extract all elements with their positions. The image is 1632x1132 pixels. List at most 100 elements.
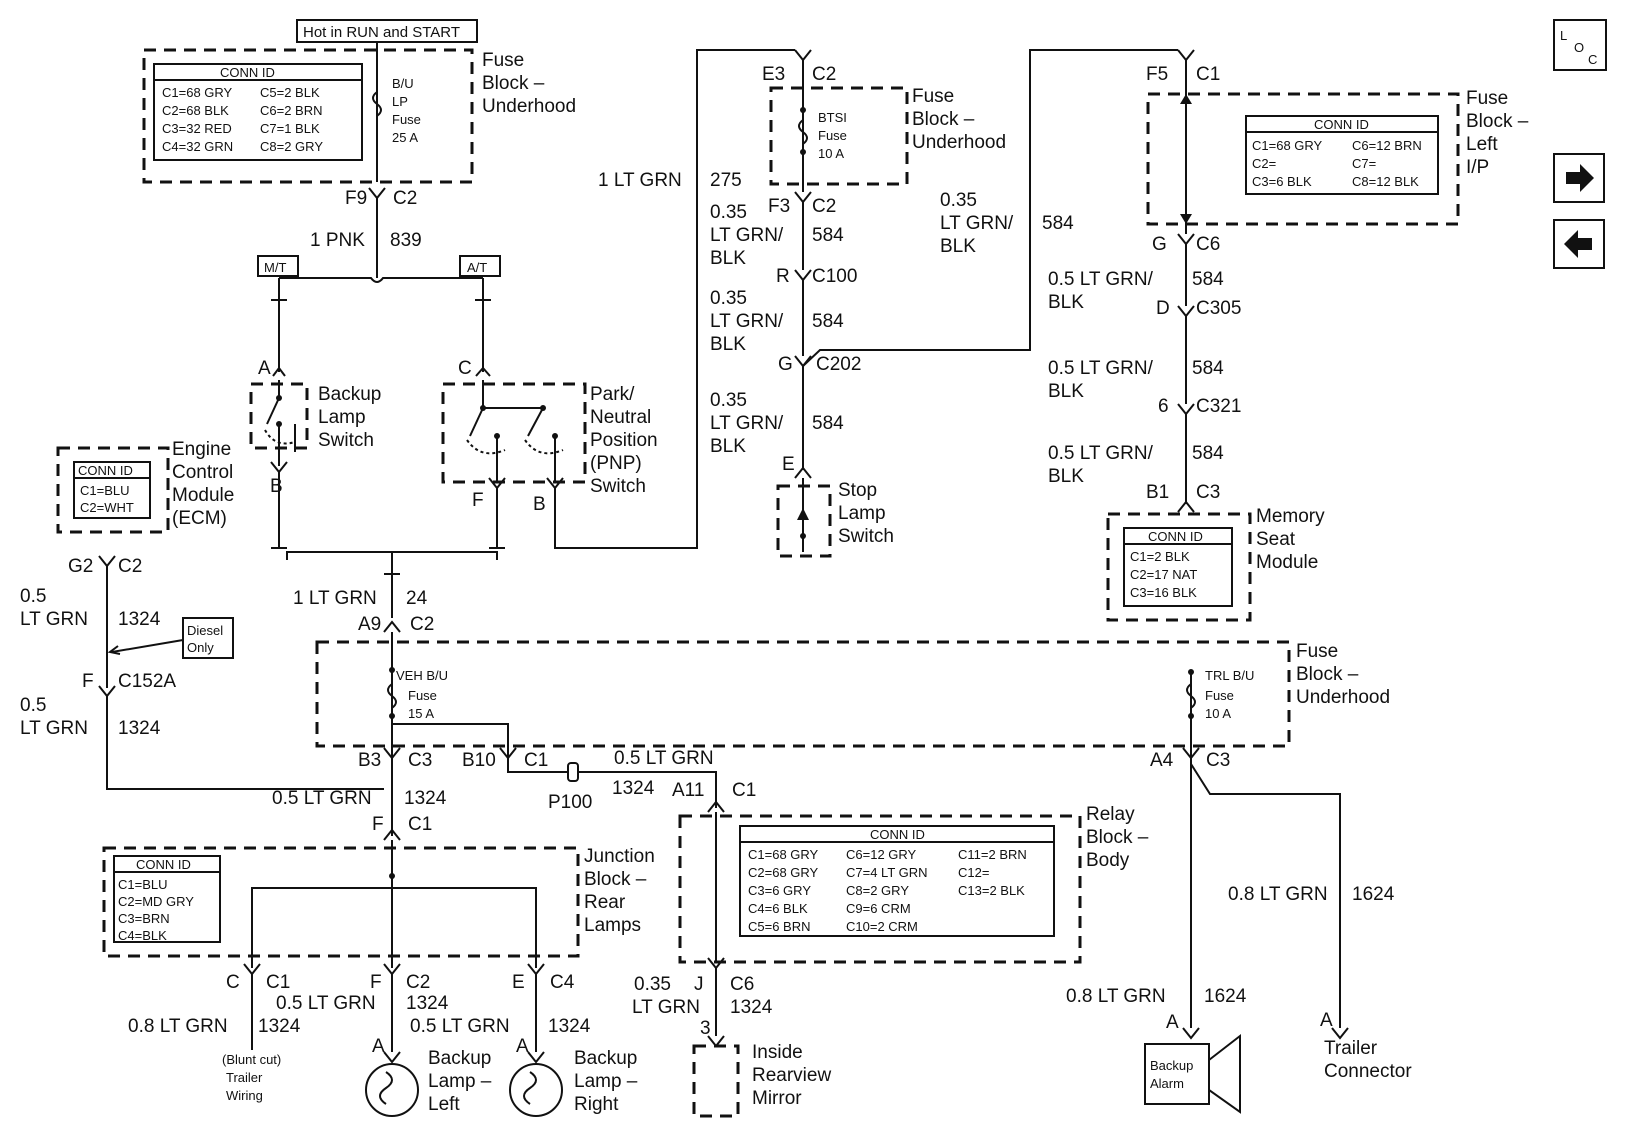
svg-text:Engine: Engine <box>172 439 231 460</box>
svg-text:C8=2 GRY: C8=2 GRY <box>260 139 323 154</box>
svg-text:C2: C2 <box>118 556 142 577</box>
svg-text:C3=32 RED: C3=32 RED <box>162 121 232 136</box>
svg-text:C100: C100 <box>812 266 857 287</box>
fuse-symbol-bu-lp <box>372 91 382 117</box>
svg-text:Underhood: Underhood <box>1296 687 1390 708</box>
mt-tag <box>257 255 299 277</box>
svg-text:G: G <box>1152 234 1167 255</box>
wire-pnp-b-to-e3 <box>554 49 795 549</box>
svg-text:O: O <box>1574 40 1584 55</box>
svg-text:Connector: Connector <box>1324 1061 1412 1082</box>
svg-text:Only: Only <box>187 640 214 655</box>
svg-text:C5=6 BRN: C5=6 BRN <box>748 919 811 934</box>
svg-text:584: 584 <box>1192 269 1224 290</box>
svg-text:C2: C2 <box>393 188 417 209</box>
svg-text:C: C <box>1588 52 1597 67</box>
svg-text:LT GRN/: LT GRN/ <box>710 225 784 246</box>
svg-text:I/P: I/P <box>1466 157 1489 178</box>
svg-text:E3: E3 <box>762 64 785 85</box>
svg-text:1324: 1324 <box>258 1016 301 1037</box>
svg-text:584: 584 <box>812 413 844 434</box>
svg-text:C1=BLU: C1=BLU <box>118 877 168 892</box>
svg-text:C1=2 BLK: C1=2 BLK <box>1130 549 1190 564</box>
at-tag <box>459 255 501 277</box>
svg-text:Left: Left <box>428 1094 460 1115</box>
svg-text:Block –: Block – <box>1296 664 1359 685</box>
svg-text:0.5 LT GRN/: 0.5 LT GRN/ <box>1048 443 1154 464</box>
svg-text:C6: C6 <box>730 974 754 995</box>
svg-text:C1: C1 <box>1196 64 1220 85</box>
svg-text:C3=6 GRY: C3=6 GRY <box>748 883 811 898</box>
svg-text:A11: A11 <box>672 780 704 801</box>
svg-text:Switch: Switch <box>318 430 374 451</box>
svg-text:Fuse: Fuse <box>1466 88 1508 109</box>
svg-text:CONN ID: CONN ID <box>1148 529 1203 544</box>
svg-text:LT GRN/: LT GRN/ <box>940 213 1014 234</box>
svg-text:C5=2 BLK: C5=2 BLK <box>260 85 320 100</box>
svg-text:C7=1 BLK: C7=1 BLK <box>260 121 320 136</box>
svg-text:C2=68 GRY: C2=68 GRY <box>748 865 819 880</box>
svg-text:C6: C6 <box>1196 234 1220 255</box>
svg-text:0.8 LT GRN: 0.8 LT GRN <box>1066 986 1166 1007</box>
svg-text:0.8 LT GRN: 0.8 LT GRN <box>128 1016 228 1037</box>
svg-text:1324: 1324 <box>730 997 773 1018</box>
arrow-right-icon[interactable] <box>1553 153 1605 203</box>
svg-text:584: 584 <box>1192 443 1224 464</box>
svg-text:1 PNK: 1 PNK <box>310 230 365 251</box>
svg-text:F9: F9 <box>345 188 367 209</box>
svg-text:0.35: 0.35 <box>710 202 747 223</box>
svg-text:F: F <box>472 490 484 511</box>
svg-text:C4=6 BLK: C4=6 BLK <box>748 901 808 916</box>
svg-text:C2: C2 <box>812 64 836 85</box>
svg-text:Wiring: Wiring <box>226 1088 263 1103</box>
svg-text:3: 3 <box>700 1018 711 1039</box>
svg-text:1 LT GRN: 1 LT GRN <box>293 588 377 609</box>
svg-text:0.35: 0.35 <box>710 390 747 411</box>
junction-block-rear-lamps <box>102 846 580 958</box>
backup-lamp-left-bulb <box>365 1063 419 1117</box>
svg-text:BLK: BLK <box>710 436 746 457</box>
svg-text:Block –: Block – <box>482 73 545 94</box>
svg-text:Rearview: Rearview <box>752 1065 831 1086</box>
backup-alarm-horn <box>1208 1033 1241 1114</box>
svg-text:CONN ID: CONN ID <box>136 857 191 872</box>
svg-text:0.35: 0.35 <box>634 974 671 995</box>
svg-text:(Blunt cut): (Blunt cut) <box>222 1052 281 1067</box>
svg-text:Stop: Stop <box>838 480 877 501</box>
svg-text:B: B <box>270 476 283 497</box>
svg-text:VEH B/U: VEH B/U <box>396 668 448 683</box>
svg-text:A4: A4 <box>1150 750 1174 771</box>
svg-text:C9=6 CRM: C9=6 CRM <box>846 901 911 916</box>
svg-text:Fuse: Fuse <box>392 112 421 127</box>
svg-text:10 A: 10 A <box>1205 706 1231 721</box>
svg-text:0.5 LT GRN: 0.5 LT GRN <box>410 1016 510 1037</box>
hot-in-run-start-label: Hot in RUN and START <box>303 24 460 41</box>
svg-text:BLK: BLK <box>710 248 746 269</box>
svg-text:C3: C3 <box>1206 750 1230 771</box>
relay-block-body <box>678 814 1082 964</box>
svg-text:CONN ID: CONN ID <box>870 827 925 842</box>
ecm-conn-id <box>73 461 151 519</box>
svg-text:C7=: C7= <box>1352 156 1376 171</box>
backup-alarm-box <box>1144 1043 1210 1105</box>
svg-text:Module: Module <box>172 485 234 506</box>
svg-text:C8=2 GRY: C8=2 GRY <box>846 883 909 898</box>
backup-lamp-right-bulb <box>509 1063 563 1117</box>
svg-text:(PNP): (PNP) <box>590 453 642 474</box>
svg-text:C4=BLK: C4=BLK <box>118 928 167 943</box>
svg-text:Memory: Memory <box>1256 506 1325 527</box>
svg-text:C3=6 BLK: C3=6 BLK <box>1252 174 1312 189</box>
svg-text:J: J <box>694 974 704 995</box>
svg-text:C1: C1 <box>732 780 756 801</box>
svg-text:839: 839 <box>390 230 422 251</box>
svg-text:Underhood: Underhood <box>912 132 1006 153</box>
svg-text:L: L <box>1560 28 1567 43</box>
svg-text:Body: Body <box>1086 850 1130 871</box>
hot-in-run-start-box <box>296 19 478 43</box>
loc-icon[interactable]: L O C <box>1553 19 1607 71</box>
arrow-left-icon[interactable] <box>1553 219 1605 269</box>
svg-text:0.8 LT GRN: 0.8 LT GRN <box>1228 884 1328 905</box>
inside-rearview-mirror-box <box>692 1044 740 1118</box>
svg-text:CONN ID: CONN ID <box>1314 117 1369 132</box>
